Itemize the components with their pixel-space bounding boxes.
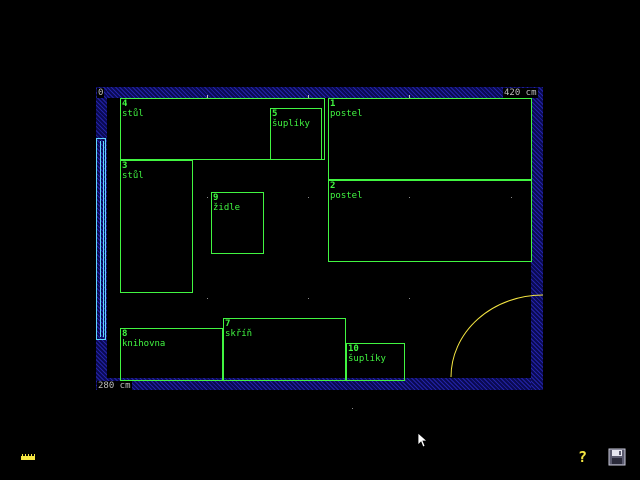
ruler-icon[interactable] [20,453,36,461]
furniture-number: 2 [330,181,336,191]
furniture-name: knihovna [122,339,166,349]
dimension-tick [409,95,410,98]
furniture-name: skříň [225,329,253,339]
wall-bottom [96,378,543,390]
help-icon[interactable]: ? [578,448,588,466]
furniture-number: 9 [213,193,219,203]
furniture-number: 3 [122,161,128,171]
furniture-item-wardrobe[interactable]: 7 skříň [223,318,346,381]
furniture-item-desk[interactable]: 4 stůl [120,98,325,160]
furniture-name: postel [330,191,363,201]
furniture-number: 4 [122,99,128,109]
room-floor [107,98,531,378]
wall-top [96,87,543,98]
grid-dot [352,408,353,409]
grid-dot [409,298,410,299]
furniture-item-bookcase[interactable]: 8 knihovna [120,328,223,381]
furniture-name: stůl [122,171,144,181]
grid-dot [207,298,208,299]
furniture-item-bed[interactable]: 1 postel [328,98,532,180]
dimension-tick [308,95,309,98]
wall-left [96,87,107,390]
furniture-number: 1 [330,99,336,109]
furniture-name: šuplíky [348,354,386,364]
furniture-item-chair[interactable]: 9 židle [211,192,264,254]
furniture-item-drawers-2[interactable]: 10 šuplíky [346,343,405,381]
grid-dot [308,298,309,299]
dimension-tick [207,95,208,98]
furniture-item-desk-2[interactable]: 3 stůl [120,160,193,293]
width-label: 420 cm [503,88,538,98]
floppy-disk-icon[interactable] [608,448,626,466]
door-swing[interactable] [446,290,546,382]
mouse-cursor-icon [417,432,429,448]
wall-right [531,87,543,390]
grid-dot [511,197,512,198]
furniture-name: postel [330,109,363,119]
window[interactable] [96,138,106,340]
furniture-number: 5 [272,109,278,119]
depth-label: 280 cm [97,381,132,391]
furniture-name: židle [213,203,241,213]
grid-dot [409,197,410,198]
furniture-name: šuplíky [272,119,310,129]
grid-dot [207,197,208,198]
furniture-item-bed-2[interactable]: 2 postel [328,180,532,262]
furniture-number: 8 [122,329,128,339]
furniture-number: 7 [225,319,231,329]
furniture-number: 10 [348,344,359,354]
origin-label: 0 [97,88,105,98]
furniture-item-drawers[interactable]: 5 šuplíky [270,108,322,160]
grid-dot [308,197,309,198]
furniture-name: stůl [122,109,144,119]
